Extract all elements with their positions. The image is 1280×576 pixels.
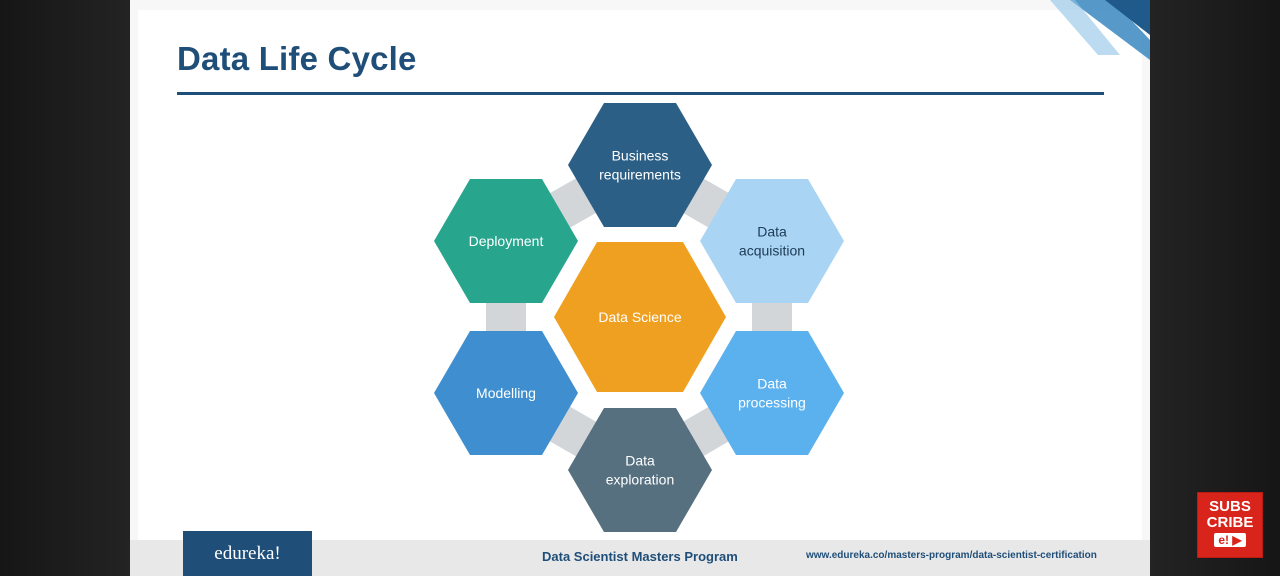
subscribe-line2: CRIBE (1206, 514, 1254, 531)
hex-center-shape (554, 242, 726, 392)
subscribe-brand-text: e! (1218, 533, 1230, 547)
slide-title: Data Life Cycle (177, 40, 417, 77)
hex-modelling-shape (434, 331, 578, 455)
hex-acquisition-shape (700, 179, 844, 303)
hex-business: Business requirements (568, 103, 712, 227)
edureka-logo: edureka! (183, 531, 312, 576)
hex-exploration-label: exploration (606, 472, 675, 488)
hex-center-label: Data Science (598, 309, 681, 325)
hex-processing-label: processing (738, 395, 806, 411)
hex-center: Data Science (554, 242, 726, 392)
hex-deployment: Deployment (434, 179, 578, 303)
left-letterbox (0, 0, 130, 576)
hex-processing-shape (700, 331, 844, 455)
title-underline (177, 92, 1104, 95)
hex-modelling: Modelling (434, 331, 578, 455)
hex-business-label: requirements (599, 167, 681, 183)
hex-acquisition: Data acquisition (700, 179, 844, 303)
hex-acquisition-label: Data (757, 224, 787, 240)
hex-deployment-label: Deployment (469, 233, 544, 249)
hex-exploration: Data exploration (568, 408, 712, 532)
footer-url: www.edureka.co/masters-program/data-scie… (806, 550, 1097, 561)
hex-nodes: BusinessrequirementsDataacquisitionDatap… (434, 103, 844, 532)
hex-processing: Data processing (700, 331, 844, 455)
subscribe-line1: SUBS (1209, 498, 1251, 515)
footer-program-name: Data Scientist Masters Program (542, 549, 738, 564)
hex-business-shape (568, 103, 712, 227)
hex-acquisition-label: acquisition (739, 243, 805, 259)
hex-modelling-label: Modelling (476, 385, 536, 401)
hex-exploration-shape (568, 408, 712, 532)
corner-decoration (1050, 0, 1150, 60)
subscribe-brand: e! ▶ (1214, 533, 1246, 547)
hex-deployment-shape (434, 179, 578, 303)
hex-processing-label: Data (757, 376, 787, 392)
hex-business-label: Business (612, 148, 669, 164)
hex-exploration-label: Data (625, 453, 655, 469)
subscribe-button[interactable]: SUBS CRIBE e! ▶ (1197, 492, 1263, 558)
data-life-cycle-diagram: BusinessrequirementsDataacquisitionDatap… (434, 103, 844, 532)
right-letterbox (1150, 0, 1280, 576)
play-icon: ▶ (1232, 533, 1242, 547)
